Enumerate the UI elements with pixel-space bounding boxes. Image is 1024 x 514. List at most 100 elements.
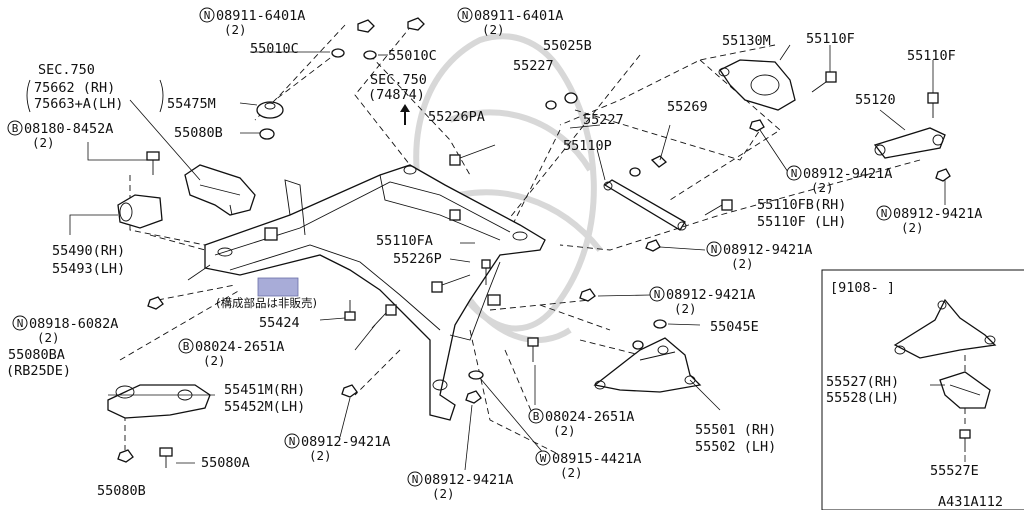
quantity: (2) <box>901 220 924 235</box>
not-sold-note: (構成部品は非販売) <box>216 296 317 310</box>
prefix-letter: N <box>204 9 211 22</box>
callout-c55025b: 55025B <box>543 38 592 54</box>
quantity: (2) <box>203 353 226 368</box>
callout-c55528lh: 55528(LH) <box>826 390 899 406</box>
part-number: 55451M(RH) <box>224 382 305 398</box>
callout-c55424: 55424 <box>259 315 300 331</box>
bolt-55110fb <box>704 199 733 216</box>
callout-c55130m: 55130M <box>722 33 771 49</box>
part-number: 08912-9421A <box>723 242 812 258</box>
quantity: (2) <box>731 256 754 271</box>
nut-08912-left <box>341 384 358 398</box>
part-number: 08180-8452A <box>24 121 113 137</box>
part-number: 55269 <box>667 99 708 115</box>
part-number: 08024-2651A <box>195 339 284 355</box>
callout-c55527e: 55527E <box>930 463 979 479</box>
part-number: 55527(RH) <box>826 374 899 390</box>
part-number: 55110FA <box>376 233 433 249</box>
sec750-left-line2: 75663+A(LH) <box>34 96 123 112</box>
part-number: 55110F (LH) <box>757 214 846 230</box>
callout-c55226pa: 55226PA <box>428 109 485 125</box>
callout-c55110f-b: 55110F <box>907 48 956 64</box>
part-number: 55226P <box>393 251 442 267</box>
callout-c55475m: 55475M <box>167 96 216 112</box>
part-number: 08912-9421A <box>803 166 892 182</box>
quantity: (2) <box>674 301 697 316</box>
part-number: 55527E <box>930 463 979 479</box>
part-number: 55110FB(RH) <box>757 197 846 213</box>
rear-suspension-member <box>204 164 546 421</box>
prefix-letter: N <box>462 9 469 22</box>
bolt-55226pa <box>449 144 496 166</box>
prefix-circle-icon <box>649 286 665 302</box>
callout-c55110f-lh: 55110F (LH) <box>757 214 846 230</box>
part-number: 08918-6082A <box>29 316 118 332</box>
part-number: 55493(LH) <box>52 261 125 277</box>
sec750-left-title: SEC.750 <box>38 62 95 78</box>
prefix-circle-icon <box>876 205 892 221</box>
callout-c55120: 55120 <box>855 92 896 108</box>
diagram-code: A431A112 <box>938 494 1003 510</box>
quantity: (2) <box>32 135 55 150</box>
quantity: (2) <box>37 330 60 345</box>
callout-n08912-b: N 08912-9421A(2) <box>876 205 982 235</box>
part-number: 08912-9421A <box>893 206 982 222</box>
part-number: 55080BA <box>8 347 65 363</box>
washer-08915 <box>468 370 484 380</box>
bolt-55226p <box>431 274 471 293</box>
part-number: 55424 <box>259 315 300 331</box>
part-number: 55110F <box>806 31 855 47</box>
quantity: (2) <box>553 423 576 438</box>
prefix-letter: N <box>881 207 888 220</box>
part-number: 55501 (RH) <box>695 422 776 438</box>
callout-c55501: 55501 (RH) <box>695 422 776 438</box>
washer-55045e <box>653 319 667 329</box>
solid-leaders <box>69 44 966 471</box>
prefix-circle-icon <box>535 450 551 466</box>
callout-c55110fa: 55110FA <box>376 233 433 249</box>
sec750-top-title: SEC.750 <box>370 72 427 88</box>
callout-c55080ba: 55080BA <box>8 347 65 363</box>
callout-c55226p: 55226P <box>393 251 442 267</box>
not-sold-highlight <box>257 277 299 297</box>
part-number: 55080A <box>201 455 250 471</box>
part-number: 55226PA <box>428 109 485 125</box>
prefix-circle-icon <box>199 7 215 23</box>
nut-08912-bottom <box>465 390 482 404</box>
part-number: 55120 <box>855 92 896 108</box>
prefix-circle-icon <box>457 7 473 23</box>
part-number: 55130M <box>722 33 771 49</box>
bracket <box>159 79 164 113</box>
callout-c55110p: 55110P <box>563 138 612 154</box>
part-number: 55227 <box>583 112 624 128</box>
quantity: (2) <box>224 22 247 37</box>
prefix-circle-icon <box>528 408 544 424</box>
quantity: (2) <box>811 180 834 195</box>
callout-c55080b-b: 55080B <box>97 483 146 499</box>
part-number: 55110F <box>907 48 956 64</box>
callout-c55010c-b: 55010C <box>388 48 437 64</box>
bolt-55424 <box>344 300 356 321</box>
part-number: 55452M(LH) <box>224 399 305 415</box>
part-number: 55025B <box>543 38 592 54</box>
bolt-55110f-right <box>927 92 939 118</box>
prefix-letter: W <box>540 452 547 465</box>
prefix-circle-icon <box>407 471 423 487</box>
prefix-circle-icon <box>178 338 194 354</box>
part-number: 55475M <box>167 96 216 112</box>
lower-arm-55501 <box>593 337 702 393</box>
mount-55475m <box>256 101 284 140</box>
inset-panel <box>821 269 1024 511</box>
callout-c55490: 55490(RH) <box>52 243 125 259</box>
prefix-letter: N <box>17 317 24 330</box>
prefix-circle-icon <box>706 241 722 257</box>
